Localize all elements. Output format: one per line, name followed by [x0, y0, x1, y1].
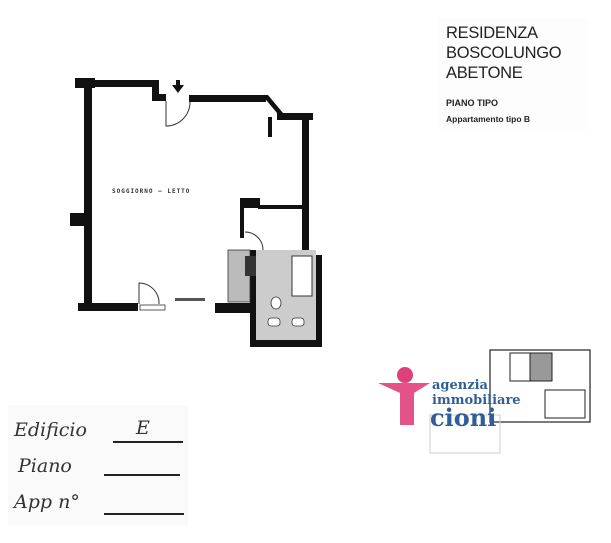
- title-line-3: ABETONE: [446, 64, 523, 82]
- floor-plan: [70, 78, 322, 347]
- room-label: SOGGIORNO — LETTO: [112, 188, 191, 195]
- entry-door: [165, 101, 191, 127]
- piano-tipo: PIANO TIPO: [446, 98, 499, 108]
- walls: [70, 78, 322, 347]
- appartamento-tipo: Appartamento tipo B: [446, 114, 531, 124]
- bathtub: [291, 255, 313, 297]
- toilet: [267, 317, 281, 327]
- bidet: [291, 317, 305, 327]
- piano-label: Piano: [18, 455, 72, 477]
- entrance-arrow-icon: [172, 80, 184, 93]
- balcony-door: [138, 282, 160, 305]
- handwritten-form: Edificio E Piano App n°: [8, 405, 188, 525]
- title-line-2: BOSCOLUNGO: [446, 44, 562, 62]
- edificio-value: E: [136, 417, 150, 439]
- logo-line-1: agenzia: [432, 378, 488, 393]
- radiator: [175, 298, 205, 301]
- edificio-label: Edificio: [14, 419, 87, 441]
- app-label: App n°: [14, 491, 80, 513]
- agency-logo: agenzia immobiliare cioni: [370, 345, 600, 455]
- title-block: RESIDENZA BOSCOLUNGO ABETONE PIANO TIPO …: [438, 18, 588, 130]
- bathroom-door: [244, 231, 264, 251]
- logo-graphic: [378, 349, 591, 454]
- edificio-line: [113, 441, 183, 443]
- sink: [270, 296, 282, 310]
- site-plan: [489, 349, 591, 423]
- piano-line: [104, 474, 180, 476]
- app-line: [104, 513, 184, 515]
- title-line-1: RESIDENZA: [446, 24, 538, 42]
- logo-line-2: immobiliare: [432, 393, 521, 408]
- logo-line-3: cioni: [430, 403, 497, 432]
